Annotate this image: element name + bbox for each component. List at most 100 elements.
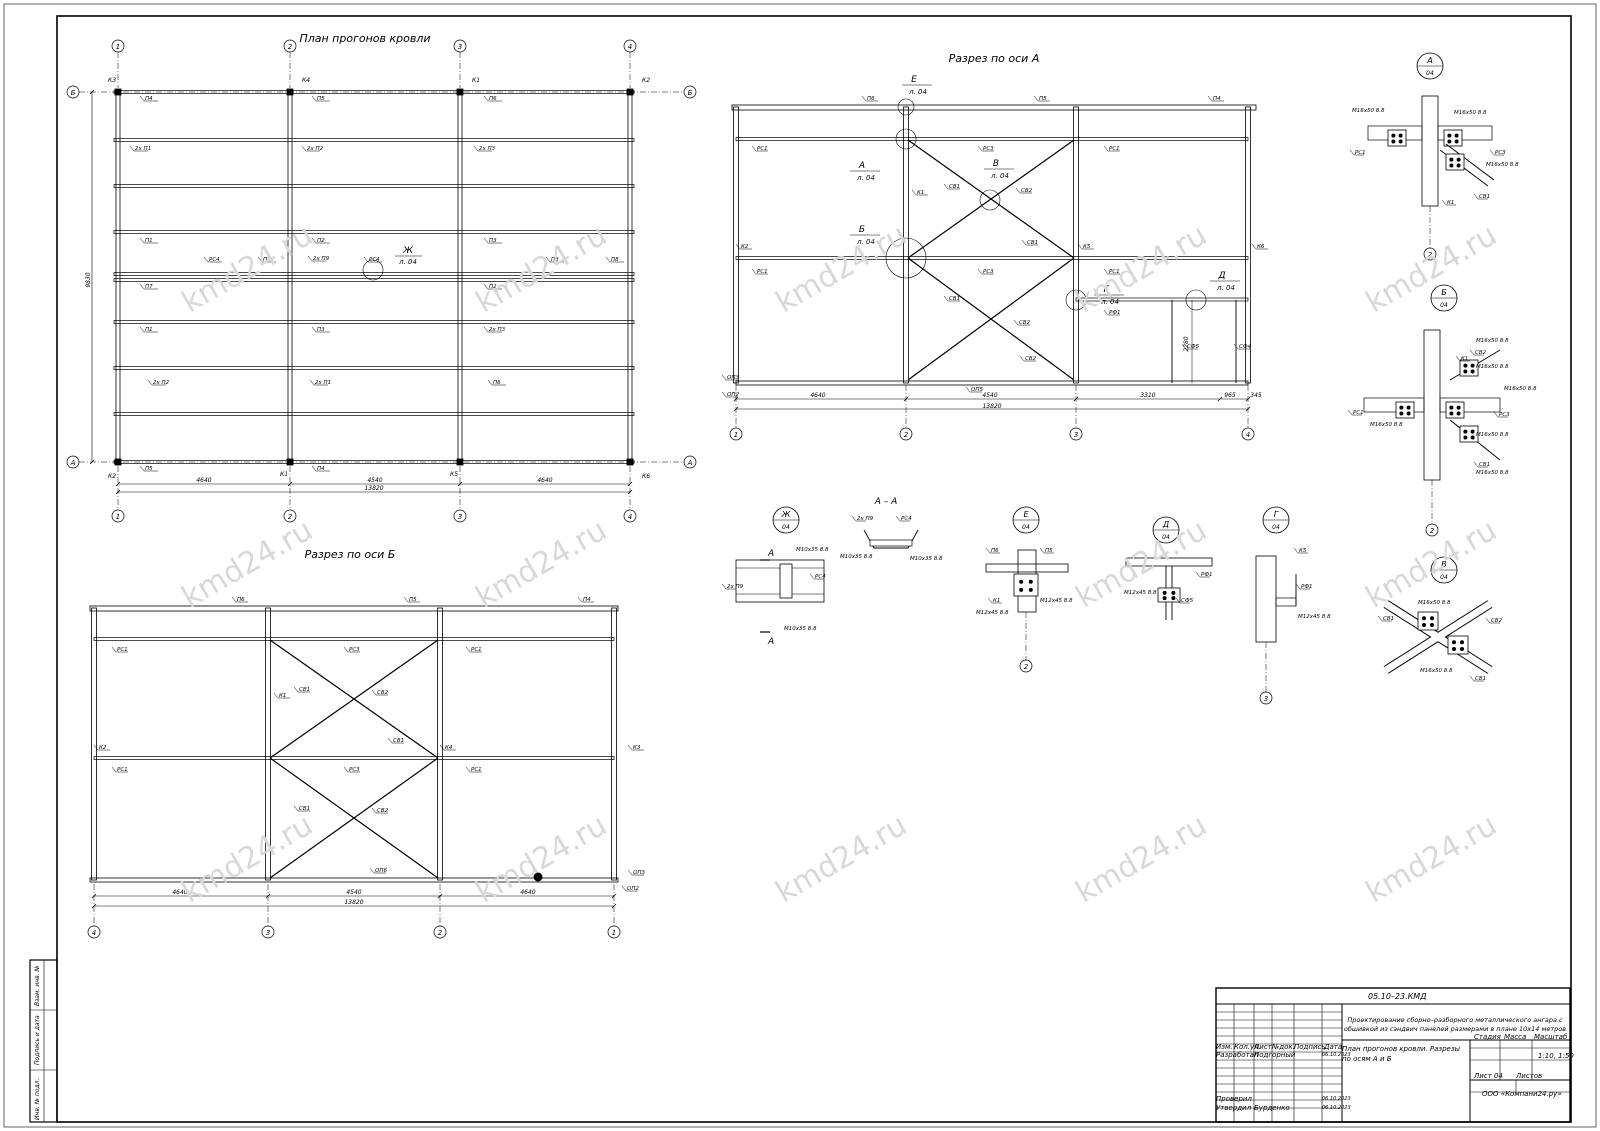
member-label: П4: [583, 597, 591, 603]
member-label: СВ1: [1479, 194, 1490, 200]
leader-line: [911, 189, 917, 196]
leader-line: [1469, 349, 1475, 356]
bolt: [1463, 429, 1468, 434]
bolt: [1463, 369, 1468, 374]
leader-line: [129, 145, 135, 152]
leader-line: [1473, 461, 1479, 468]
callout-ref: л. 04: [1100, 298, 1119, 306]
bolt: [1454, 133, 1459, 138]
dim-tick: [457, 481, 463, 487]
leader-line: [483, 237, 489, 244]
connection-plate: [1395, 401, 1415, 419]
leader-line: [1015, 187, 1021, 194]
leader-line: [231, 596, 237, 603]
base-rail: [735, 380, 1249, 386]
column-mark: К5: [450, 471, 458, 478]
member-label: СВ1: [1475, 676, 1486, 682]
axis-number-bubble: [1019, 659, 1033, 673]
bolt: [1452, 646, 1456, 651]
dim-value: 4640: [196, 477, 211, 484]
member-label: РФ1: [1109, 310, 1121, 316]
column-section: [1421, 95, 1439, 207]
bolt: [1019, 587, 1024, 592]
node-letter: Д: [1162, 520, 1169, 529]
member-label: П5: [1045, 548, 1053, 554]
bolt-spec: М16х50 8.8: [1476, 470, 1509, 476]
member-label: СФ5: [1181, 598, 1194, 604]
member-label: РФ1: [1301, 584, 1313, 590]
leader-line: [1293, 547, 1299, 554]
leader-line: [1251, 243, 1257, 250]
leader-line: [139, 283, 145, 290]
leader-line: [487, 379, 493, 386]
leader-line: [895, 515, 901, 522]
member-label: РС1: [471, 767, 482, 773]
dim-tick: [437, 893, 443, 899]
node-sheet: 04: [782, 524, 790, 531]
dim-tick: [733, 396, 739, 402]
member-label: СВ2: [1019, 320, 1031, 326]
bolt: [1454, 139, 1459, 144]
dim-tick: [611, 893, 617, 899]
leader-line: [371, 689, 377, 696]
dim-tick: [611, 903, 617, 909]
leader-line: [387, 737, 393, 744]
cut-mark: А: [767, 637, 774, 647]
bolt-spec: М16х50 8.8: [1486, 162, 1519, 168]
member-label: К1: [1461, 356, 1468, 362]
callout-letter: Е: [911, 75, 917, 85]
bolt: [1449, 411, 1454, 416]
dim-tick: [1245, 396, 1251, 402]
axis-number: 1: [734, 431, 738, 439]
door-rail-section: [1275, 597, 1297, 607]
bolt-spec: М16х50 8.8: [1370, 422, 1403, 428]
dim-tick: [287, 481, 293, 487]
member-label: РС3: [349, 767, 360, 773]
callout-letter: А: [858, 161, 865, 171]
leader-line: [1181, 343, 1187, 350]
section-aa-title: А – А: [874, 497, 898, 507]
member-label: СВ1: [1383, 616, 1394, 622]
axis-number: 2: [438, 929, 443, 937]
leader-line: [293, 686, 299, 693]
column-marker: [286, 458, 294, 466]
axis-number: 2: [1430, 527, 1435, 535]
wall-rail: [735, 137, 1249, 141]
bolt-spec: М12х45 8.8: [976, 610, 1009, 616]
node-letter: Г: [1274, 510, 1279, 519]
node-letter: Е: [1023, 510, 1029, 519]
member-label: РС3: [983, 269, 994, 275]
sheet-number: Лист 04: [1474, 1072, 1503, 1080]
member-label: П3: [489, 238, 497, 244]
dim-tick: [1217, 396, 1223, 402]
member-label: К5: [1299, 548, 1307, 554]
bolt: [1456, 411, 1461, 416]
callout-ref: л. 04: [1216, 284, 1235, 292]
member-label: СФ4: [1239, 344, 1252, 350]
node-letter: Б: [1441, 288, 1447, 297]
axis-number: 4: [92, 929, 96, 937]
leader-line: [943, 183, 949, 190]
member-label: П5: [409, 597, 417, 603]
leader-line: [139, 326, 145, 333]
purlin: [113, 184, 635, 188]
dim-value: 345: [1250, 392, 1262, 399]
node-sheet: 04: [1022, 524, 1030, 531]
member-label: 2х П3: [479, 146, 496, 152]
leader-line: [621, 885, 627, 892]
hdr-list: Лист: [1254, 1043, 1272, 1051]
member-label: К1: [917, 190, 924, 196]
node-sheet: 04: [1272, 524, 1280, 531]
member-label: РС1: [471, 647, 482, 653]
dim-tick: [733, 406, 739, 412]
bolt: [1422, 616, 1426, 621]
dim-value: 2280: [1183, 336, 1190, 351]
member-label: К2: [99, 745, 107, 751]
member-label: П6: [237, 597, 245, 603]
stage-header: Стадия: [1474, 1033, 1501, 1041]
member-label: ОП5: [971, 387, 983, 393]
side-stamp-inv: Инв. № подл.: [34, 1078, 41, 1120]
leader-line: [965, 386, 971, 393]
member-label: РС3: [349, 647, 360, 653]
bolt: [1470, 435, 1475, 440]
